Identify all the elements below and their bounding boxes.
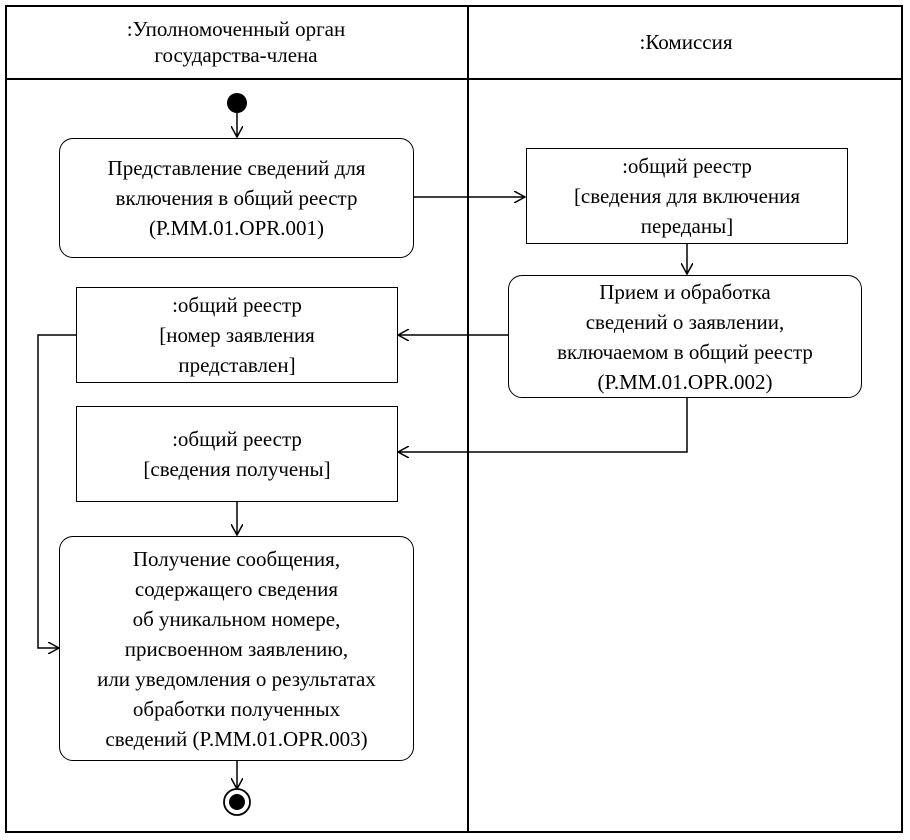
activity-receive-message: Получение сообщения, содержащего сведени… — [59, 536, 414, 761]
edge-object-number-to-activity-003 — [37, 334, 76, 648]
lane-title-member-state-authority: :Уполномоченный орган государства-члена — [126, 16, 346, 67]
final-node-core — [229, 794, 245, 810]
swimlane-divider — [467, 5, 469, 833]
activity-receive-process-info: Прием и обработка сведений о заявлении, … — [508, 275, 862, 398]
edge-activity-002-to-object-received — [398, 398, 688, 452]
object-register-info-received: :общий реестр [сведения получены] — [76, 406, 398, 502]
object-register-info-transferred: :общий реестр [сведения для включения пе… — [526, 148, 848, 244]
swimlane-frame — [5, 5, 903, 833]
object-register-number-submitted: :общий реестр [номер заявления представл… — [76, 287, 398, 383]
swimlane-header-separator — [5, 78, 903, 80]
initial-node — [227, 93, 247, 113]
lane-title-commission: :Комиссия — [639, 29, 733, 54]
activity-submit-info: Представление сведений для включения в о… — [59, 138, 414, 258]
